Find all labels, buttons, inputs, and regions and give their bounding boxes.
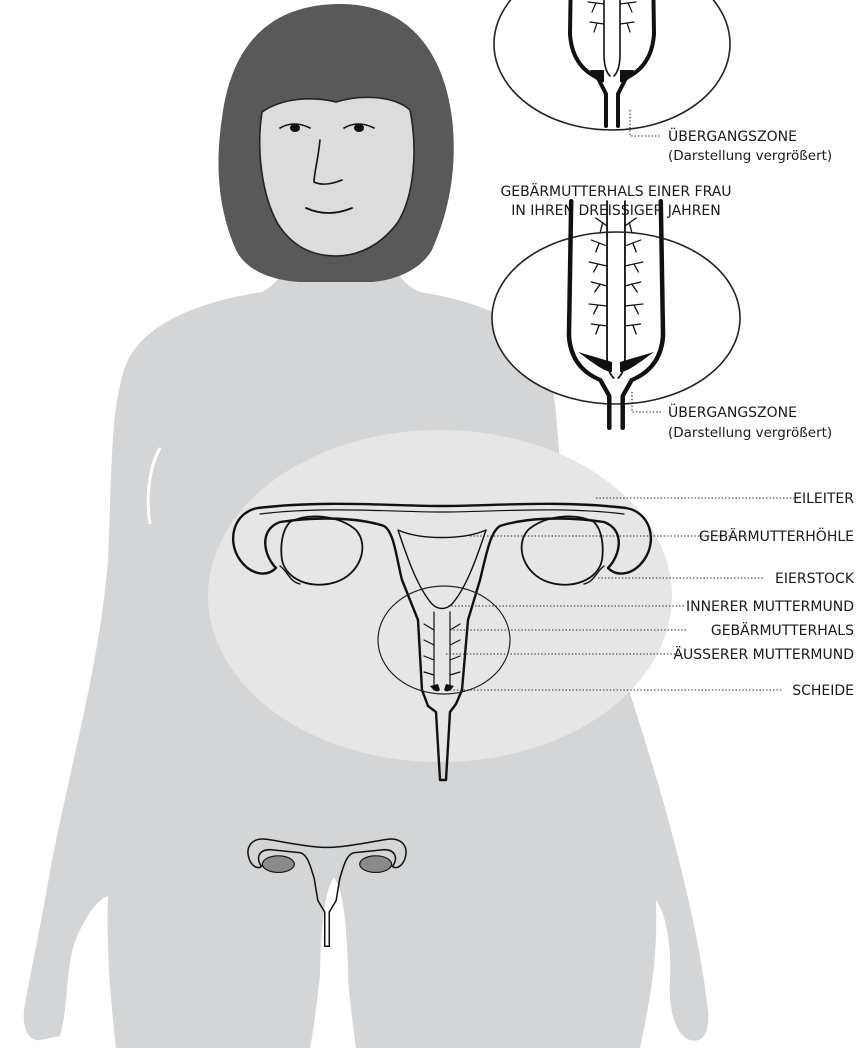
middle-zone-label: ÜBERGANGSZONE bbox=[668, 403, 797, 421]
top-zone-note: (Darstellung vergrößert) bbox=[668, 148, 832, 164]
top-zone-label: ÜBERGANGSZONE bbox=[668, 127, 797, 145]
label-gebaermutterhoehle: GEBÄRMUTTERHÖHLE bbox=[699, 527, 854, 545]
label-innerer-muttermund: INNERER MUTTERMUND bbox=[686, 599, 854, 615]
middle-zone-note: (Darstellung vergrößert) bbox=[668, 425, 832, 441]
top-detail-bubble: ÜBERGANGSZONE (Darstellung vergrößert) bbox=[494, 0, 832, 164]
label-eierstock: EIERSTOCK bbox=[775, 571, 855, 587]
anatomy-label-group: EILEITER GEBÄRMUTTERHÖHLE EIERSTOCK INNE… bbox=[673, 491, 854, 699]
label-scheide: SCHEIDE bbox=[792, 683, 854, 699]
middle-caption-line2: IN IHREN DREISSIGER JAHREN bbox=[511, 203, 721, 219]
middle-caption-line1: GEBÄRMUTTERHALS EINER FRAU bbox=[500, 182, 731, 200]
label-aeusserer-muttermund: ÄUSSERER MUTTERMUND bbox=[673, 645, 854, 663]
label-eileiter: EILEITER bbox=[793, 491, 854, 507]
label-gebaermutterhals: GEBÄRMUTTERHALS bbox=[711, 621, 854, 639]
zoom-bubble bbox=[208, 430, 672, 762]
